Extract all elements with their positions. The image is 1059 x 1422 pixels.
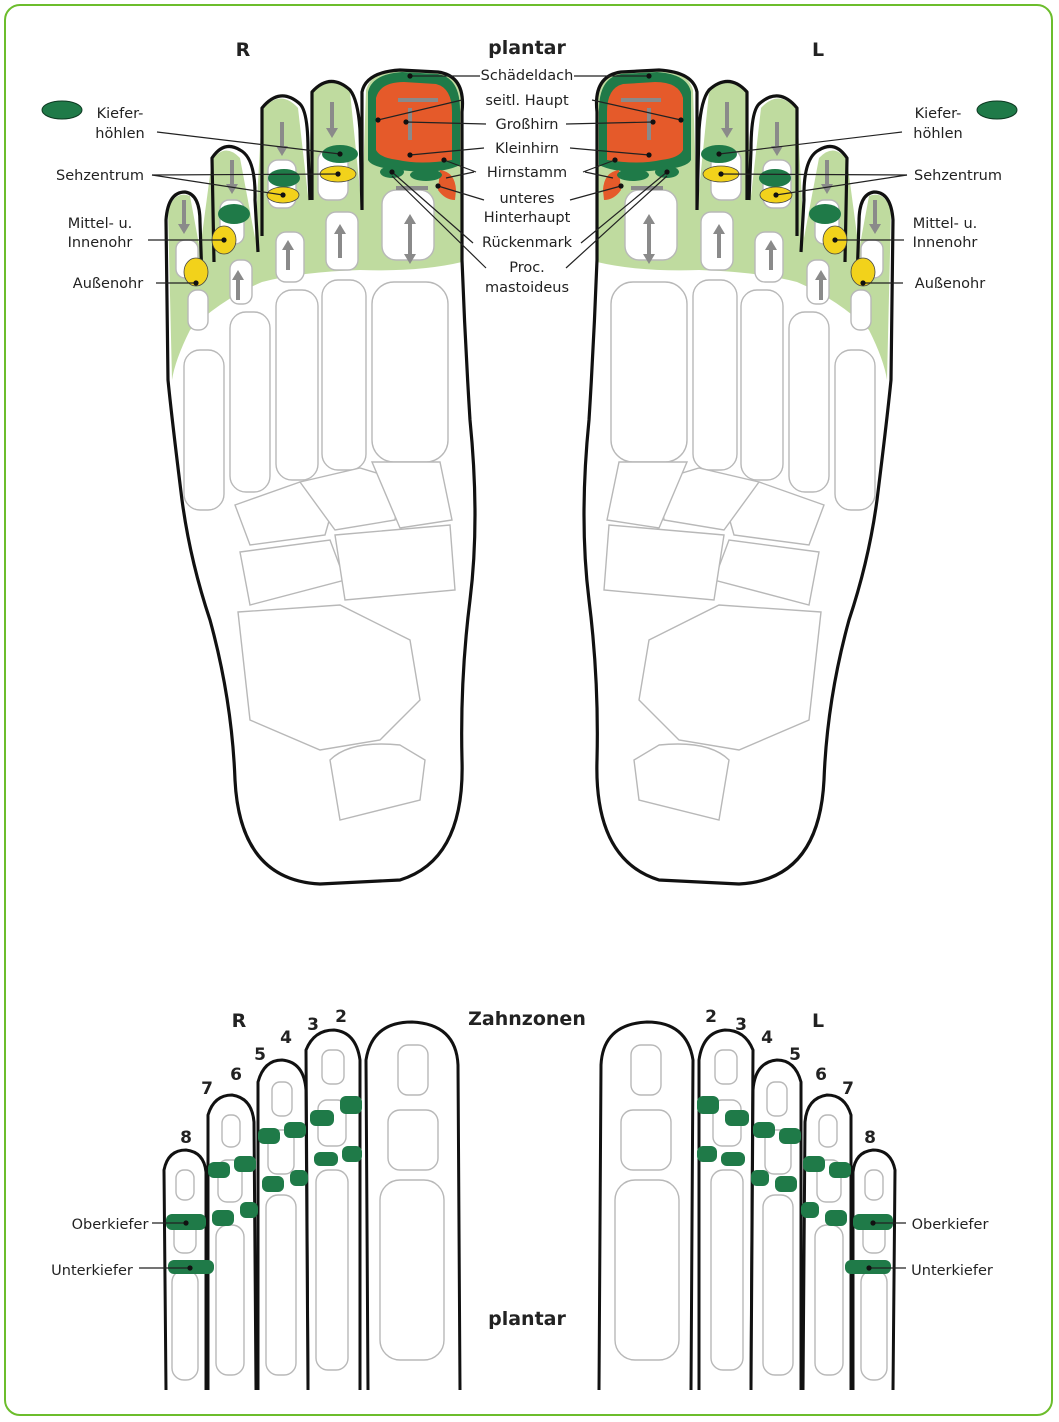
label-rueckenmark: Rückenmark xyxy=(482,235,573,251)
label-left-sehzentrum: Sehzentrum xyxy=(56,168,144,184)
tooth-number-l7: 7 xyxy=(842,1079,854,1099)
label-hinterhaupt: Hinterhaupt xyxy=(484,210,571,226)
bottom-heading: Zahnzonen xyxy=(468,1008,586,1030)
label-right-innenohr: Innenohr xyxy=(913,235,978,251)
label-seitl-haupt: seitl. Haupt xyxy=(485,93,569,109)
label-right-hoehlen: höhlen xyxy=(913,126,962,142)
tooth-number-r3: 3 xyxy=(307,1015,319,1035)
tooth-number-r8: 8 xyxy=(180,1128,192,1148)
tooth-number-r5: 5 xyxy=(254,1045,266,1065)
label-left-hoehlen: höhlen xyxy=(95,126,144,142)
label-left-aussenohr: Außenohr xyxy=(73,276,143,292)
label-unteres: unteres xyxy=(499,191,554,207)
label-right-mittel: Mittel- u. xyxy=(913,216,978,232)
left-foot-plantar xyxy=(584,70,893,884)
label-left-mittel: Mittel- u. xyxy=(68,216,133,232)
label-mastoideus: mastoideus xyxy=(485,280,569,296)
label-oberkiefer-left: Oberkiefer xyxy=(72,1217,149,1233)
tooth-number-r6: 6 xyxy=(230,1065,242,1085)
label-unterkiefer-right: Unterkiefer xyxy=(911,1263,993,1279)
label-schaedeldach: Schädeldach xyxy=(481,68,574,84)
bottom-side-right: R xyxy=(232,1010,247,1032)
label-left-innenohr: Innenohr xyxy=(68,235,133,251)
label-right-kiefer: Kiefer- xyxy=(915,106,962,122)
label-grosshirn: Großhirn xyxy=(496,117,559,133)
label-hirnstamm: Hirnstamm xyxy=(487,165,567,181)
right-foot-teeth-zones xyxy=(164,1022,460,1390)
label-kleinhirn: Kleinhirn xyxy=(495,141,559,157)
tooth-number-l5: 5 xyxy=(789,1045,801,1065)
label-unterkiefer-left: Unterkiefer xyxy=(51,1263,133,1279)
tooth-number-r7: 7 xyxy=(201,1079,213,1099)
bottom-footer: plantar xyxy=(488,1308,566,1330)
side-label-left: L xyxy=(812,39,824,61)
left-foot-teeth-zones xyxy=(599,1022,895,1390)
label-right-sehzentrum: Sehzentrum xyxy=(914,168,1002,184)
label-left-kiefer: Kiefer- xyxy=(97,106,144,122)
sinus-legend-swatch-right xyxy=(977,101,1017,119)
tooth-number-l2: 2 xyxy=(705,1007,717,1027)
right-foot-plantar xyxy=(166,70,475,884)
tooth-number-r4: 4 xyxy=(280,1028,292,1048)
tooth-number-l4: 4 xyxy=(761,1028,773,1048)
tooth-number-l3: 3 xyxy=(735,1015,747,1035)
label-proc: Proc. xyxy=(509,260,545,276)
sinus-legend-swatch-left xyxy=(42,101,82,119)
bottom-side-left: L xyxy=(812,1010,824,1032)
tooth-number-l8: 8 xyxy=(864,1128,876,1148)
side-label-right: R xyxy=(236,39,251,61)
tooth-number-l6: 6 xyxy=(815,1065,827,1085)
top-heading: plantar xyxy=(488,37,566,59)
label-right-aussenohr: Außenohr xyxy=(915,276,985,292)
tooth-number-r2: 2 xyxy=(335,1007,347,1027)
label-oberkiefer-right: Oberkiefer xyxy=(912,1217,989,1233)
